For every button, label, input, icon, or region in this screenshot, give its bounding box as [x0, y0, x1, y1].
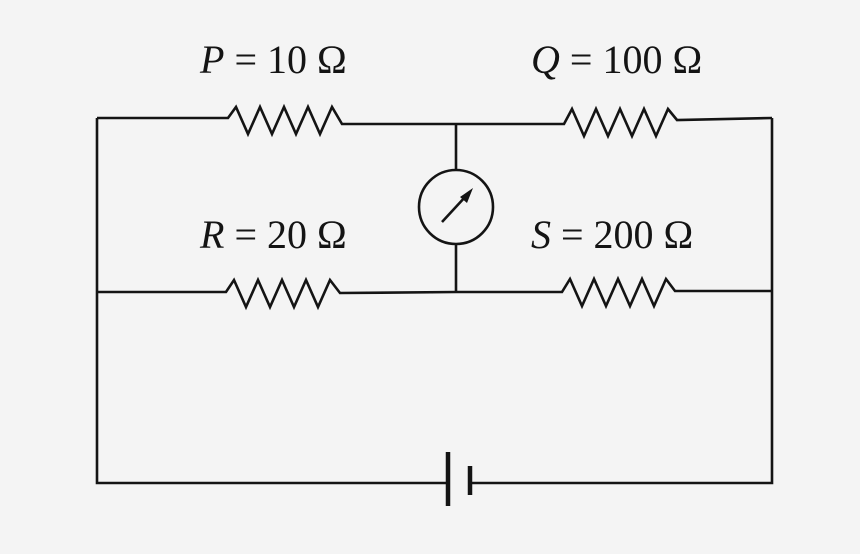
top-branch-wire	[97, 103, 773, 140]
resistor-label-p: P = 10 Ω	[199, 37, 347, 82]
resistor-label-r: R = 20 Ω	[199, 212, 347, 257]
resistor-label-s: S = 200 Ω	[531, 212, 693, 257]
resistor-label-q: Q = 100 Ω	[531, 37, 702, 82]
bottom-branch-wire	[97, 275, 772, 311]
right-wire	[470, 118, 774, 485]
galvanometer-icon	[417, 124, 495, 292]
left-wire	[95, 118, 448, 485]
battery-icon	[445, 452, 473, 506]
